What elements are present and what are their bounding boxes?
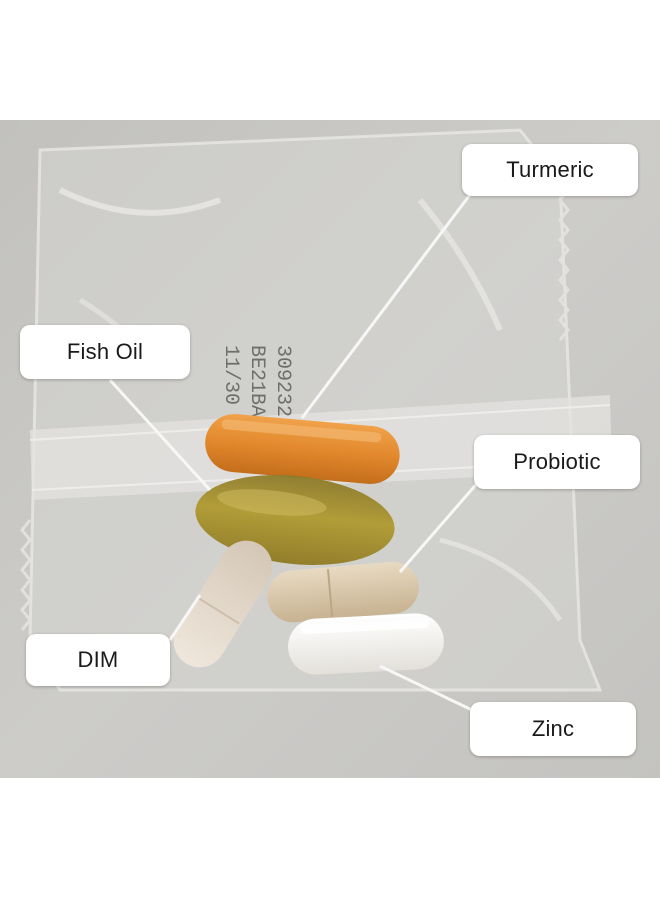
zinc-leader	[379, 664, 473, 712]
zinc-capsule	[288, 613, 444, 675]
packet-print-line3: 309232	[271, 345, 294, 417]
dim-leader	[168, 594, 202, 641]
turmeric-leader	[300, 187, 477, 419]
fish-oil-label: Fish Oil	[20, 325, 190, 379]
packet-print: 11/30 BE21BA 309232	[219, 345, 294, 417]
dim-capsule	[173, 540, 273, 668]
turmeric-capsule	[205, 414, 400, 485]
zinc-label: Zinc	[470, 702, 636, 756]
fish-oil-leader	[108, 378, 212, 492]
probiotic-leader	[398, 479, 482, 573]
packet-print-line1: 11/30	[219, 345, 242, 405]
packet-print-line2: BE21BA	[245, 345, 268, 417]
probiotic-label: Probiotic	[474, 435, 640, 489]
turmeric-label: Turmeric	[462, 144, 638, 196]
dim-label: DIM	[26, 634, 170, 686]
callout-lines	[108, 187, 482, 712]
plastic-packet	[20, 128, 613, 692]
probiotic-capsule	[267, 561, 419, 623]
